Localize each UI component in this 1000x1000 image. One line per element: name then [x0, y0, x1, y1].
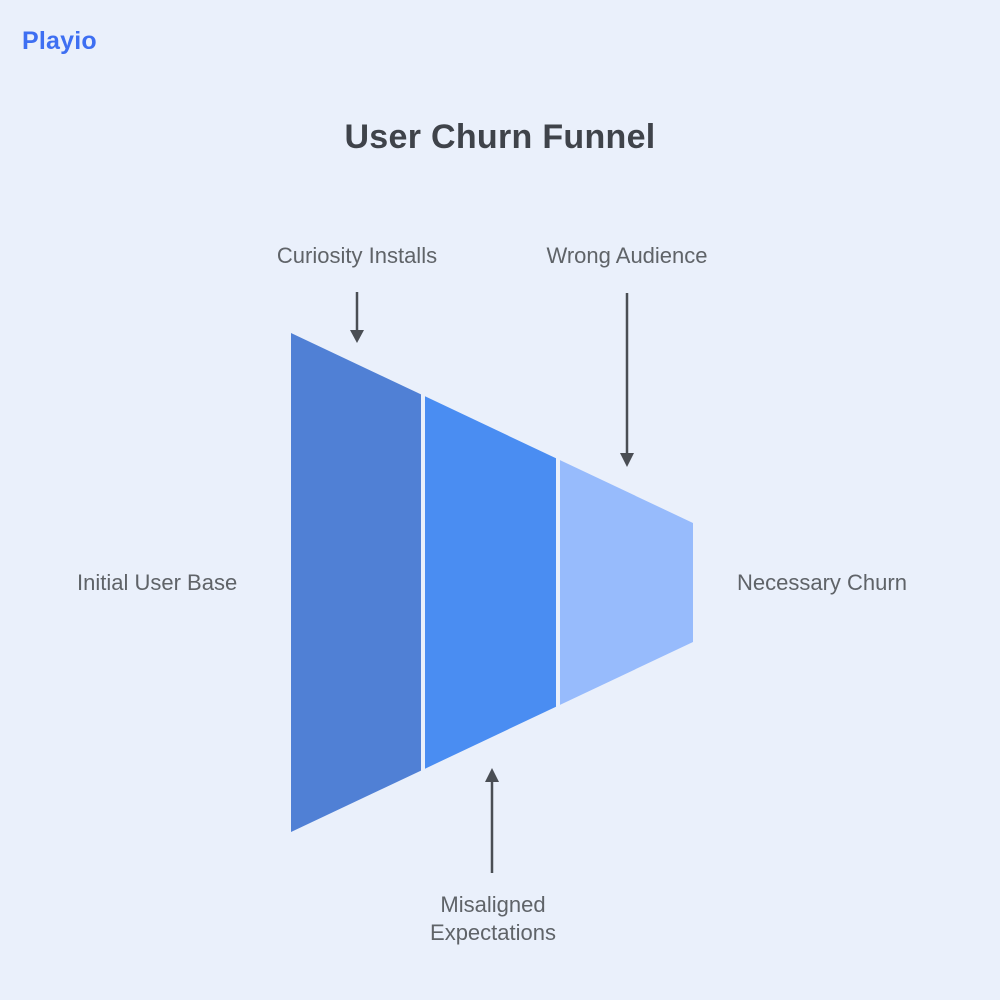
- page-title: User Churn Funnel: [344, 118, 656, 156]
- curiosity-arrow-head-icon: [350, 330, 364, 343]
- label-initial-user-base: Initial User Base: [77, 570, 238, 595]
- label-curiosity-installs: Curiosity Installs: [276, 243, 438, 268]
- label-wrong-audience: Wrong Audience: [546, 243, 708, 268]
- label-misaligned-expectations: Misaligned Expectations: [430, 892, 556, 945]
- wrong-audience-arrow-head-icon: [620, 453, 634, 467]
- funnel-segment-initial: [291, 333, 421, 832]
- misaligned-arrow-head-icon: [485, 768, 499, 782]
- brand-logo: Playio: [22, 27, 97, 55]
- funnel-segment-middle: [425, 396, 556, 769]
- label-necessary-churn: Necessary Churn: [737, 570, 907, 595]
- funnel-segment-tail: [560, 460, 693, 705]
